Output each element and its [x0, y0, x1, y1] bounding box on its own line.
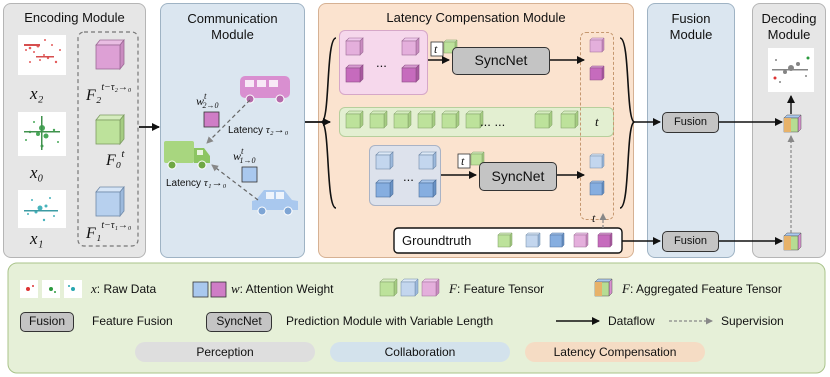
encoding-module-title: Encoding Module — [24, 10, 125, 25]
attention-weight-w1 — [241, 166, 258, 183]
legend-supervision: Supervision — [721, 314, 784, 328]
right-brace — [619, 37, 636, 209]
encoder-output-box — [77, 31, 139, 247]
legend-weight-pink — [210, 281, 227, 298]
syncnet-block-2: SyncNet — [479, 162, 557, 191]
ego-feature-cube — [393, 110, 412, 129]
label-latency-2: Latency τ₂→₀ — [228, 124, 289, 136]
ego-feature-cube — [345, 110, 364, 129]
legend-syncnet-button: SyncNet — [206, 312, 272, 332]
time-cube-2 — [470, 151, 485, 166]
feature-cube-f2 — [95, 38, 125, 71]
collab2-cubes — [345, 37, 420, 83]
ellipsis-collab2: ... — [376, 55, 387, 70]
raw-data-image-x0 — [18, 112, 66, 156]
groundtruth-label: Groundtruth — [402, 233, 472, 248]
legend-collaboration-pill: Collaboration — [330, 342, 510, 362]
truck-icon — [164, 141, 210, 170]
syncnet-block-1: SyncNet — [452, 47, 550, 75]
output-cubes — [589, 37, 605, 196]
time-box-2 — [457, 153, 471, 169]
label-w2: wt2→0 — [196, 91, 219, 110]
legend-fusion-text: Feature Fusion — [92, 314, 173, 328]
ego-feature-cube — [417, 110, 436, 129]
ego-feature-cube — [534, 110, 553, 129]
communication-module-panel — [160, 3, 305, 258]
fusion-module-title: Fusion Module — [669, 11, 713, 42]
ellipsis-collab1: ... — [403, 169, 414, 184]
time-label-2: t — [461, 154, 465, 168]
legend-attention-weight: w: Attention Weight — [231, 281, 334, 296]
decoding-module-title: Decoding Module — [761, 11, 817, 42]
ego-feature-cube — [560, 110, 579, 129]
legend-feature-tensor: F: Feature Tensor — [449, 281, 545, 296]
arrow-car-to-truck — [211, 164, 259, 201]
ego-feature-cube — [441, 110, 460, 129]
legend-raw-data-thumbnails — [20, 280, 82, 298]
legend-raw-data: x: Raw Data — [91, 281, 157, 296]
time-label-ego: t — [595, 114, 599, 129]
legend-dataflow: Dataflow — [608, 314, 655, 328]
car-icon — [252, 190, 298, 216]
legend-syncnet-text: Prediction Module with Variable Length — [286, 314, 494, 328]
feature-cube-f0 — [95, 113, 125, 146]
left-brace — [320, 37, 337, 209]
label-f0: F₀t — [106, 148, 125, 169]
time-label-supervision: t — [592, 211, 596, 225]
decoded-output-image — [768, 48, 814, 92]
legend-fusion-button: Fusion — [20, 312, 74, 332]
label-x1: x₁ — [30, 229, 44, 248]
legend-feature-cubes — [379, 278, 440, 297]
ego-feature-cube — [369, 110, 388, 129]
latency-module-title: Latency Compensation Module — [386, 10, 566, 25]
ego-feature-cube — [465, 110, 484, 129]
label-w1: wt1→0 — [233, 146, 256, 165]
raw-data-image-x2 — [18, 35, 66, 75]
feature-cube-f1 — [95, 185, 125, 218]
label-f2: F₂t−τ₂→₀ — [86, 82, 132, 104]
raw-data-image-x1 — [18, 190, 66, 228]
fusion-block-2: Fusion — [662, 231, 719, 252]
label-f1: F₁t−τ₁→₀ — [86, 220, 132, 242]
label-latency-1: Latency τ₁→₀ — [166, 177, 227, 189]
ego-cubes — [345, 110, 579, 129]
label-x2: x₂ — [30, 84, 44, 103]
time-box-1 — [430, 41, 444, 57]
communication-module-title: Communication Module — [187, 11, 278, 42]
aggregated-cube-2 — [783, 232, 802, 251]
collab1-cubes — [375, 151, 437, 198]
groundtruth-cubes — [497, 232, 613, 248]
legend-latency-pill: Latency Compensation — [525, 342, 705, 362]
attention-weight-w2 — [203, 111, 220, 128]
label-x0: x₀ — [30, 163, 44, 182]
aggregated-cube-1 — [783, 114, 802, 133]
arrow-bus-to-truck — [206, 99, 251, 144]
ellipsis-ego: ... ... — [480, 114, 506, 129]
time-label-1: t — [434, 42, 438, 56]
legend-aggregated-cube — [594, 278, 613, 297]
bus-icon — [240, 76, 290, 104]
legend-perception-pill: Perception — [135, 342, 315, 362]
legend-aggregated-feature: F: Aggregated Feature Tensor — [622, 281, 782, 296]
legend-weight-blue — [192, 281, 209, 298]
fusion-block-1: Fusion — [662, 112, 719, 133]
output-feature-column — [580, 32, 614, 220]
